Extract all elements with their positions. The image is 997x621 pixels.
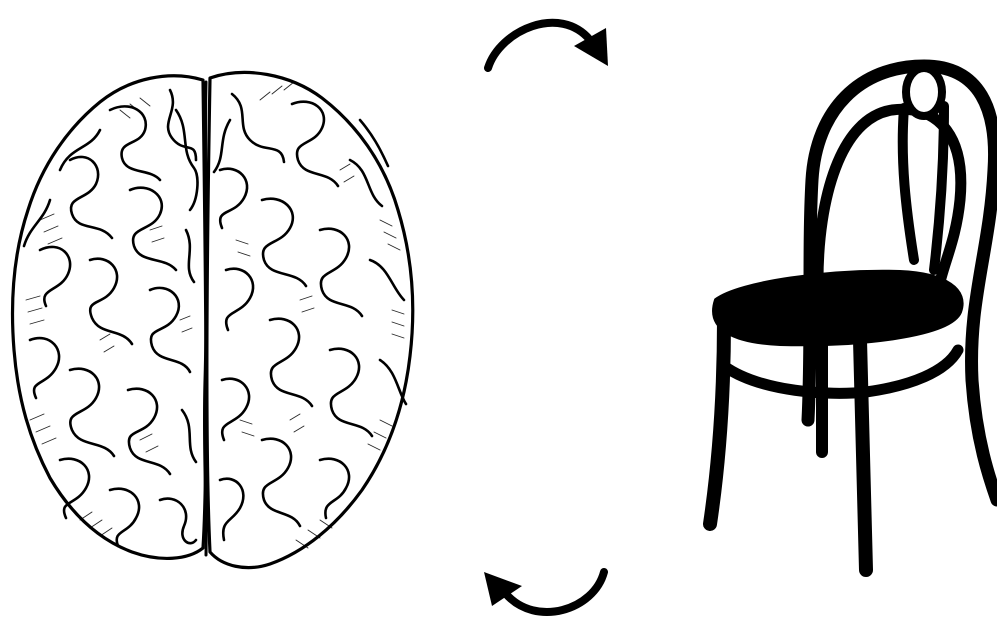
chair-back-spindle bbox=[903, 106, 944, 270]
chair-leg-front-center bbox=[860, 340, 866, 570]
chair-leg-front-left bbox=[710, 320, 724, 524]
brain-icon bbox=[13, 72, 413, 567]
brain-right-hemisphere bbox=[207, 72, 413, 567]
brain-left-hemisphere bbox=[13, 76, 207, 559]
bottom-arrow-arc bbox=[506, 572, 604, 612]
curved-arrow-icon bbox=[484, 572, 604, 612]
brain-fissure bbox=[204, 82, 206, 555]
curved-arrow-icon bbox=[488, 23, 608, 68]
chair-icon bbox=[710, 66, 997, 570]
chair-leg-ring bbox=[724, 350, 958, 393]
chair-seat bbox=[714, 272, 962, 344]
top-arrow-arc bbox=[488, 23, 590, 68]
chair-back-ornament bbox=[906, 68, 942, 116]
